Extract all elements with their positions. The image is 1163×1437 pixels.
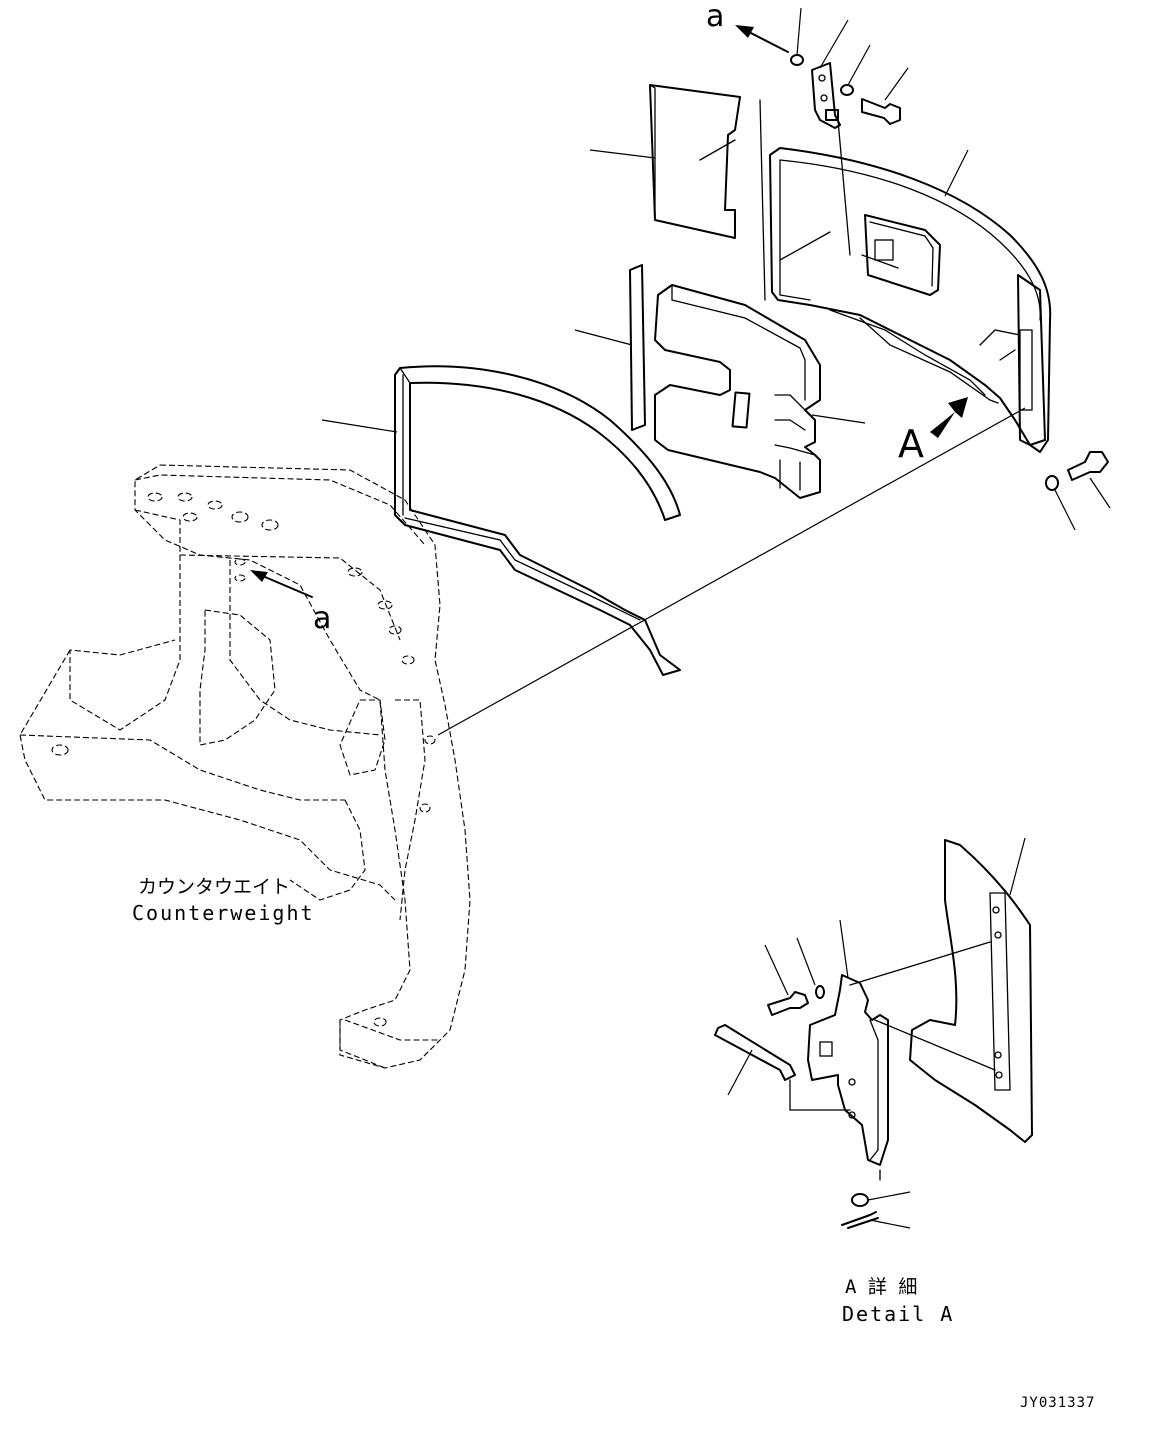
foam-strip — [574, 264, 646, 431]
detail-label-jp: A 詳 細 — [845, 1276, 917, 1298]
foam-block — [654, 284, 866, 499]
callout-a-top-label: a — [706, 0, 724, 34]
counterweight-label-en: Counterweight — [132, 901, 315, 925]
counterweight-label-jp: カウンタウエイト — [138, 876, 290, 898]
view-arrow-a: A — [898, 397, 968, 466]
detail-a-drawing — [714, 837, 1033, 1229]
callout-a-top: a — [706, 0, 789, 53]
callout-a-frame-label: a — [313, 601, 331, 636]
assembly-leader — [437, 407, 1026, 736]
counterweight-frame — [19, 464, 471, 1069]
door-bolt — [1045, 451, 1111, 531]
drawing-id: JY031337 — [1020, 1395, 1095, 1411]
rubber-seal — [321, 365, 681, 676]
cover-sheet — [589, 84, 741, 239]
door-panel — [759, 99, 1052, 453]
callout-a-frame: a — [250, 570, 331, 636]
detail-label-en: Detail A — [842, 1302, 954, 1326]
top-bracket — [790, 7, 909, 256]
view-arrow-label: A — [898, 422, 924, 466]
